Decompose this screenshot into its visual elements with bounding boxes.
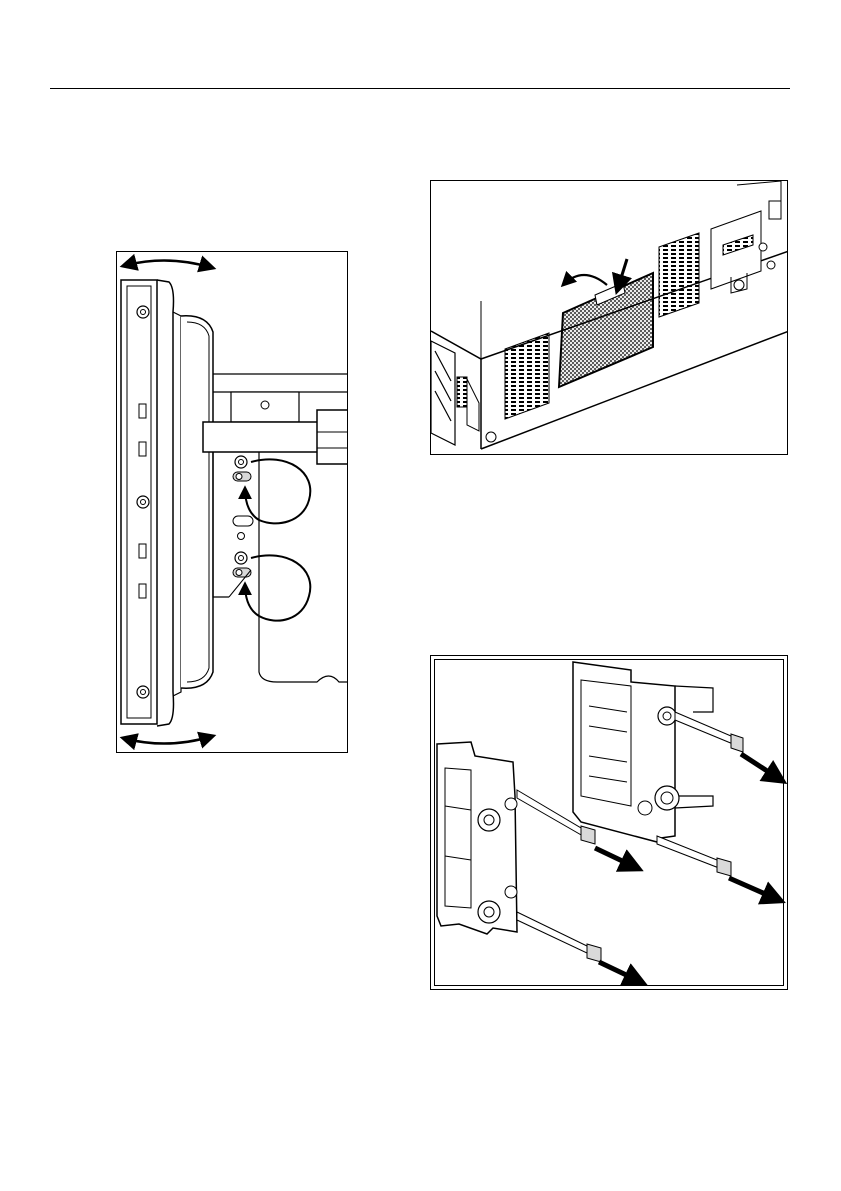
hinge-pins-figure — [430, 655, 788, 990]
pull-arrow-icon — [599, 962, 641, 982]
screw-icon — [137, 686, 149, 698]
screw-icon — [137, 306, 149, 318]
door-swing-arrow-icon — [123, 260, 213, 268]
screw-icon — [235, 456, 247, 468]
pull-arrow-icon — [741, 754, 781, 780]
door-swing-arrow-icon — [123, 736, 213, 744]
pull-arrow-icon — [595, 848, 637, 868]
screw-icon — [137, 496, 149, 508]
hinge-pins-drawing — [431, 656, 788, 990]
door-side-view-figure — [116, 251, 348, 753]
rotate-arrow-icon — [245, 555, 310, 620]
door-side-view-drawing — [117, 252, 348, 753]
ventilation-filter-drawing — [431, 181, 788, 455]
ventilation-filter-figure — [430, 180, 788, 455]
header-rule — [50, 88, 790, 89]
rotate-arrow-icon — [245, 459, 310, 523]
fold-arrow-icon — [563, 275, 607, 285]
screw-icon — [235, 552, 247, 564]
pull-arrow-icon — [729, 878, 779, 900]
